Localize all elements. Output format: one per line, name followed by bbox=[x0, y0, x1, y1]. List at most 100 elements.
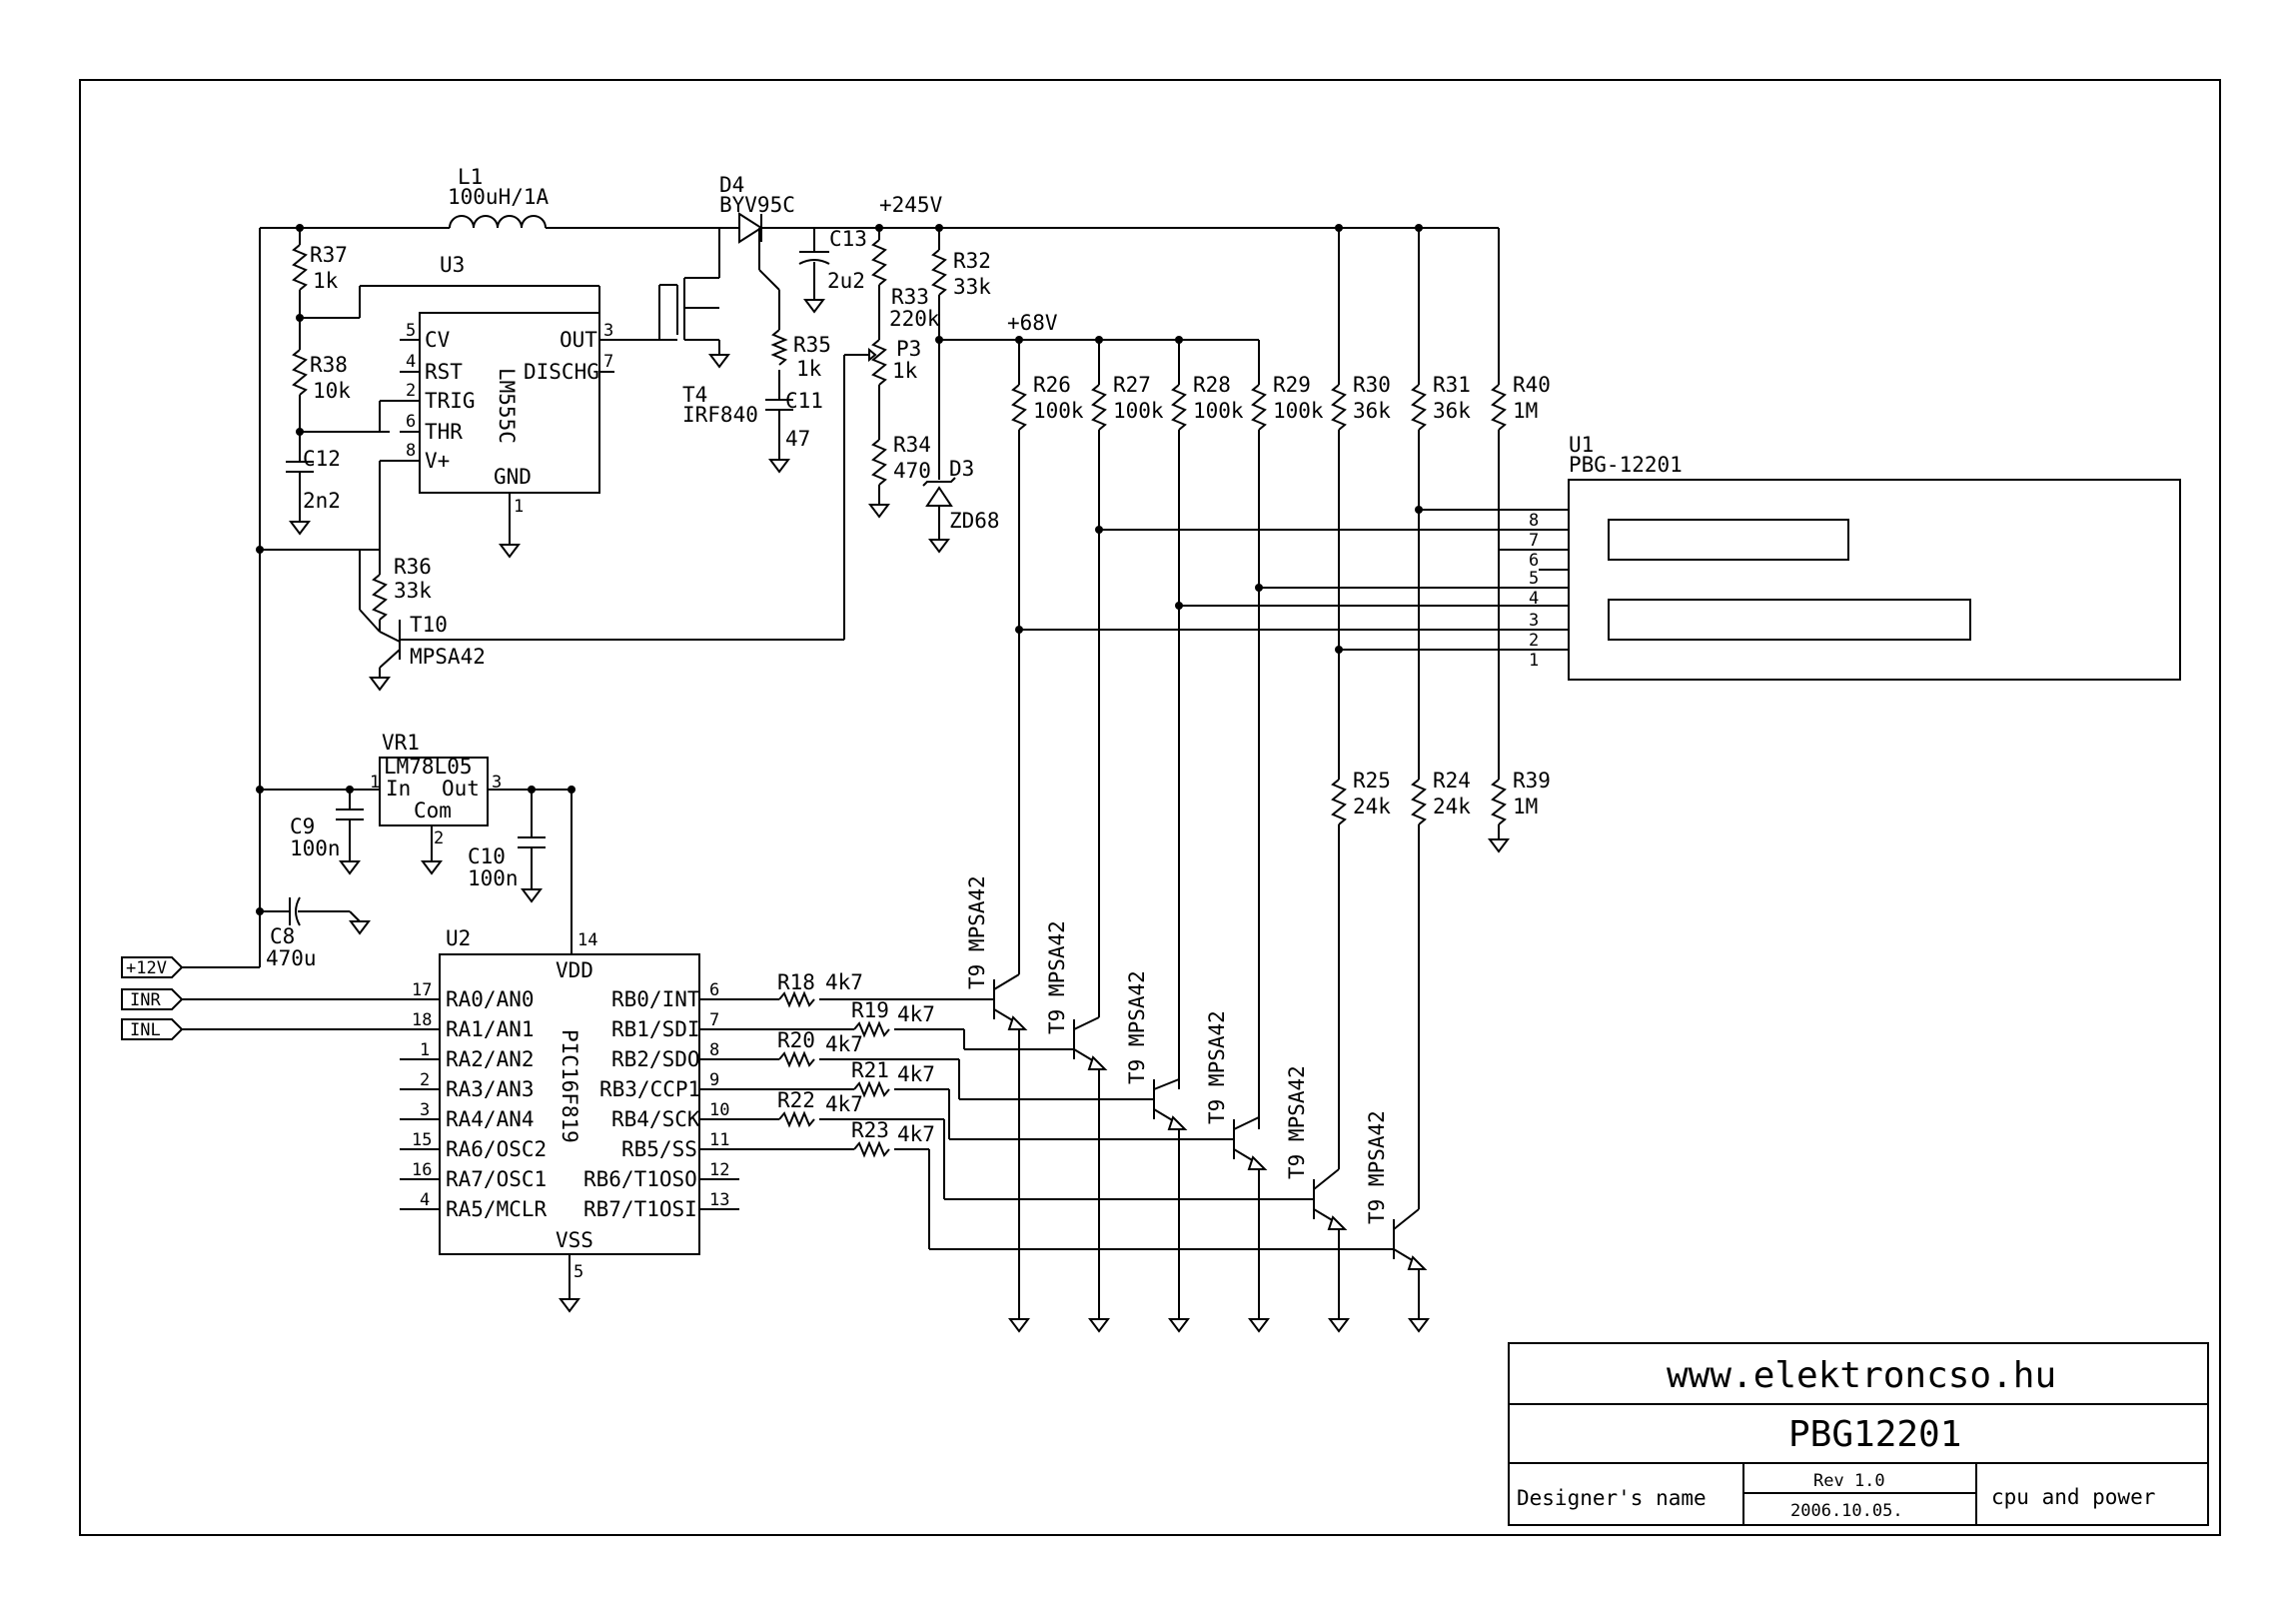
date-text: 2006.10.05. bbox=[1790, 1501, 1903, 1521]
u1-pin-7: 7 bbox=[1529, 531, 1539, 551]
u2-num-6: 6 bbox=[709, 980, 719, 1000]
r24-val: 24k bbox=[1433, 795, 1471, 818]
diode-d4 bbox=[738, 212, 763, 244]
u2-pin-rb1: RB1/SDI bbox=[611, 1017, 700, 1041]
u3-pin-trig: TRIG bbox=[425, 389, 476, 413]
r22-val: 4k7 bbox=[825, 1092, 863, 1116]
u1-display: U1 PBG-12201 8 7 6 5 4 3 2 1 bbox=[1529, 433, 2181, 681]
u1-part: PBG-12201 bbox=[1569, 453, 1683, 477]
u2-num-13: 13 bbox=[709, 1190, 729, 1210]
r39-val: 1M bbox=[1513, 795, 1538, 818]
r20-ref: R20 bbox=[777, 1028, 815, 1052]
driver-transistor-2: T9 MPSA42 bbox=[1045, 920, 1110, 1333]
boost-converter: L1 100uH/1A D4 BYV95C +245V C13 2u2 T4 I… bbox=[256, 165, 1499, 967]
r24-ref: R24 bbox=[1433, 769, 1471, 793]
r19-ref: R19 bbox=[851, 998, 889, 1022]
designer-label: Designer's name bbox=[1517, 1486, 1707, 1510]
u2-pin-rb4: RB4/SCK bbox=[611, 1107, 700, 1131]
u2-num-15: 15 bbox=[412, 1130, 432, 1150]
u2-num-18: 18 bbox=[412, 1010, 432, 1030]
u2-num-8: 8 bbox=[709, 1040, 719, 1060]
sheet-border bbox=[79, 79, 2221, 1536]
driver-transistor-3: T9 MPSA42 bbox=[1125, 970, 1190, 1333]
u2-ref: U2 bbox=[446, 926, 471, 950]
port-inr: INR bbox=[121, 988, 440, 1010]
vr1-out: Out bbox=[442, 777, 480, 801]
c8-val: 470u bbox=[266, 946, 317, 970]
input-ports: +12V INR INL bbox=[121, 956, 440, 1040]
driver-label-6: T9 MPSA42 bbox=[1365, 1110, 1389, 1224]
c12-val: 2n2 bbox=[303, 489, 341, 513]
vr1-com: Com bbox=[414, 799, 452, 822]
u2-num-16: 16 bbox=[412, 1160, 432, 1180]
driver-label-5: T9 MPSA42 bbox=[1285, 1065, 1309, 1179]
u2-num-4: 4 bbox=[420, 1190, 430, 1210]
u2-num-3: 3 bbox=[420, 1100, 430, 1120]
revision-text: Rev 1.0 bbox=[1813, 1471, 1885, 1491]
r20-val: 4k7 bbox=[825, 1032, 863, 1056]
driver-transistor-5: T9 MPSA42 bbox=[1285, 1065, 1350, 1333]
u3-pin-vplus: V+ bbox=[425, 449, 450, 473]
u2-pic16f819: U2 PIC16F819 VDD VSS 14 5 RA0/AN0 RA1/AN… bbox=[400, 926, 739, 1313]
t10-ref: T10 bbox=[410, 613, 448, 637]
u1-pin-3: 3 bbox=[1529, 611, 1539, 631]
u3-num-6: 6 bbox=[406, 412, 416, 432]
u2-num-12: 12 bbox=[709, 1160, 729, 1180]
d4-val: BYV95C bbox=[719, 193, 795, 217]
u2-pin-rb0: RB0/INT bbox=[611, 987, 700, 1011]
u3-pin-rst: RST bbox=[425, 360, 463, 384]
u2-num-17: 17 bbox=[412, 980, 432, 1000]
r32-val: 33k bbox=[953, 275, 991, 299]
port-inl-label: INL bbox=[130, 1020, 161, 1040]
c12-ref: C12 bbox=[303, 447, 341, 471]
c9-val: 100n bbox=[290, 836, 341, 860]
rail-245v-label: +245V bbox=[879, 193, 943, 217]
d4-ref: D4 bbox=[719, 173, 744, 197]
rail-68v-label: +68V bbox=[1007, 311, 1058, 335]
r37-val: 1k bbox=[313, 269, 339, 293]
sheet-title: cpu and power bbox=[1991, 1485, 2155, 1509]
u3-num-4: 4 bbox=[406, 352, 416, 372]
inductor-l1 bbox=[449, 215, 547, 229]
u1-pin-5: 5 bbox=[1529, 569, 1539, 589]
r29-val: 100k bbox=[1273, 399, 1324, 423]
port-inl: INL bbox=[121, 1018, 440, 1040]
vr1-num-1: 1 bbox=[370, 773, 380, 793]
t4-val: IRF840 bbox=[682, 403, 758, 427]
r39-ref: R39 bbox=[1513, 769, 1551, 793]
r23-val: 4k7 bbox=[897, 1122, 935, 1146]
r31-val: 36k bbox=[1433, 399, 1471, 423]
r34-val: 470 bbox=[893, 459, 931, 483]
driver-transistor-6: T9 MPSA42 bbox=[1365, 1110, 1430, 1333]
r36-val: 33k bbox=[394, 579, 432, 603]
u2-num-2: 2 bbox=[420, 1070, 430, 1090]
r38-val: 10k bbox=[313, 379, 351, 403]
website-text: www.elektroncso.hu bbox=[1667, 1355, 2056, 1396]
u2-part: PIC16F819 bbox=[558, 1029, 581, 1143]
vr1-ref: VR1 bbox=[382, 731, 420, 755]
u1-pin-4: 4 bbox=[1529, 589, 1539, 609]
u2-pin-rb7: RB7/T1OSI bbox=[583, 1197, 697, 1221]
u2-pin-ra6: RA6/OSC2 bbox=[446, 1137, 547, 1161]
r18-ref: R18 bbox=[777, 970, 815, 994]
c8-ref: C8 bbox=[270, 924, 295, 948]
u2-vss: VSS bbox=[556, 1228, 593, 1252]
u3-num-5: 5 bbox=[406, 321, 416, 341]
r26-val: 100k bbox=[1033, 399, 1084, 423]
d3-val: ZD68 bbox=[949, 509, 1000, 533]
u2-pin-ra0: RA0/AN0 bbox=[446, 987, 535, 1011]
c9-ref: C9 bbox=[290, 814, 315, 838]
vr1-in: In bbox=[386, 777, 411, 801]
base-resistor-network: R18 4k7 R19 4k7 R20 4k7 R21 4k7 R22 4k7 bbox=[739, 970, 1394, 1250]
c11-ref: C11 bbox=[785, 389, 823, 413]
u2-pin-rb5: RB5/SS bbox=[621, 1137, 697, 1161]
r21-ref: R21 bbox=[851, 1058, 889, 1082]
p3-ref: P3 bbox=[896, 337, 921, 361]
driver-label-1: T9 MPSA42 bbox=[965, 875, 989, 989]
u1-pin-2: 2 bbox=[1529, 631, 1539, 651]
r32-ref: R32 bbox=[953, 249, 991, 273]
r40-ref: R40 bbox=[1513, 373, 1551, 397]
r38-ref: R38 bbox=[310, 353, 348, 377]
r18-val: 4k7 bbox=[825, 970, 863, 994]
u2-vss-num: 5 bbox=[574, 1262, 583, 1282]
